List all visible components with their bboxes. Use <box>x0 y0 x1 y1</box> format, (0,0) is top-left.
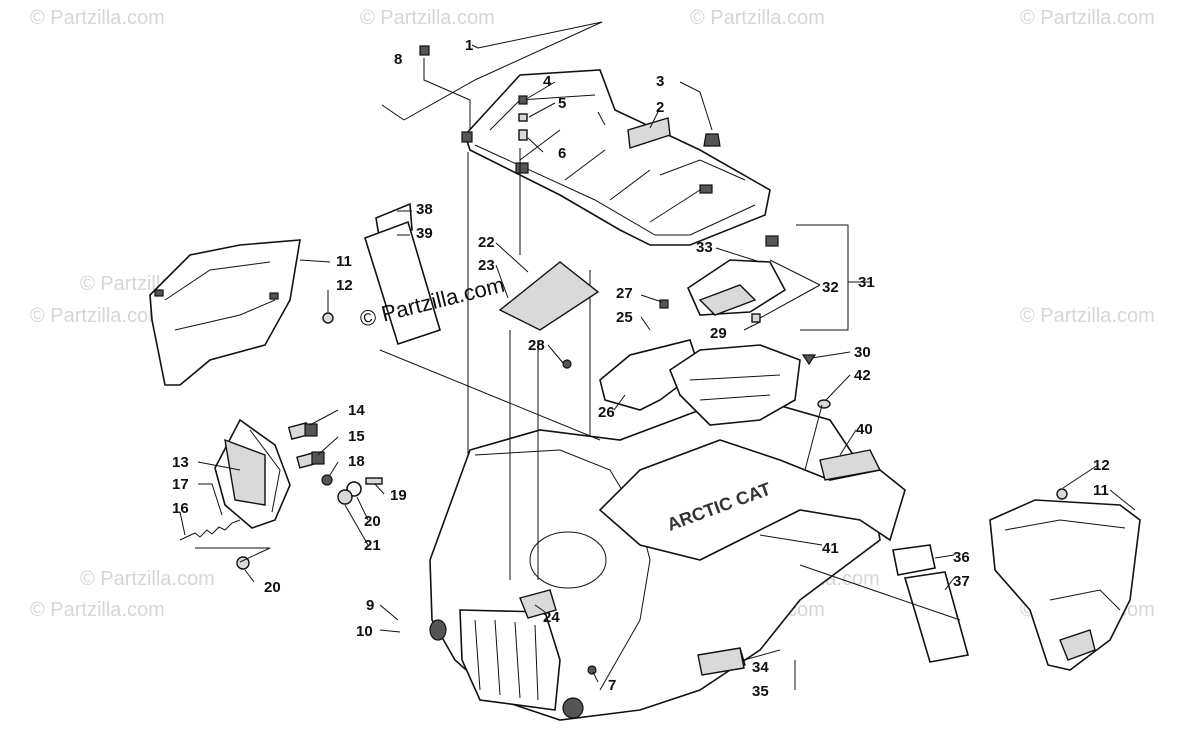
callout-11-left: 11 <box>336 253 352 270</box>
callout-23: 23 <box>478 257 495 274</box>
callout-17: 17 <box>172 476 189 493</box>
washer-20-b <box>236 556 250 570</box>
headlight-bulbs <box>287 422 325 469</box>
callout-35: 35 <box>752 683 769 700</box>
watermark: © Partzilla.com <box>1020 7 1155 29</box>
callout-16: 16 <box>172 500 189 517</box>
callout-42: 42 <box>854 367 871 384</box>
decal-37 <box>903 571 970 663</box>
callout-28: 28 <box>528 337 545 354</box>
decal-34-35 <box>697 647 745 676</box>
callout-13: 13 <box>172 454 189 471</box>
callout-12-right: 12 <box>1093 457 1110 474</box>
right-side-panel <box>989 499 1141 671</box>
callout-39: 39 <box>416 225 433 242</box>
watermark: © Partzilla.com <box>30 7 165 29</box>
clip-12-right <box>1056 488 1068 500</box>
washer-21 <box>337 489 353 505</box>
callout-29: 29 <box>710 325 727 342</box>
decal-2 <box>627 117 671 149</box>
callout-15: 15 <box>348 428 365 445</box>
callout-33: 33 <box>696 239 713 256</box>
spring-16 <box>179 519 241 541</box>
bolt-4 <box>518 95 528 105</box>
callout-2: 2 <box>656 99 664 116</box>
right-fender-arm: ARCTIC CAT <box>598 439 906 561</box>
screw-19 <box>365 477 383 485</box>
bushing-6 <box>518 129 528 141</box>
callout-18: 18 <box>348 453 365 470</box>
callout-7: 7 <box>608 677 616 694</box>
callout-41: 41 <box>822 540 839 557</box>
watermark: © Partzilla.com <box>30 599 165 621</box>
callout-38: 38 <box>416 201 433 218</box>
callout-4: 4 <box>543 73 552 90</box>
leader-lines <box>179 210 1136 690</box>
left-side-panel <box>149 239 301 386</box>
front-fender <box>429 399 881 721</box>
callout-6: 6 <box>558 145 566 162</box>
callout-22: 22 <box>478 234 495 251</box>
headlight-assembly <box>214 418 291 529</box>
callout-3: 3 <box>656 73 664 90</box>
callout-36: 36 <box>953 549 970 566</box>
watermark: © Partzilla.com <box>80 568 215 590</box>
screw-8 <box>419 45 430 56</box>
callout-21: 21 <box>364 537 381 554</box>
callout-20-a: 20 <box>364 513 381 530</box>
callout-labels: 1 2 3 4 5 6 7 8 9 10 11 11 12 12 13 14 1… <box>172 37 1110 700</box>
callout-1: 1 <box>465 37 473 54</box>
front-rack <box>461 69 771 246</box>
callout-24: 24 <box>543 609 560 626</box>
grommet-18 <box>321 474 333 486</box>
callout-32: 32 <box>822 279 839 296</box>
nut-3 <box>703 133 721 147</box>
callout-14: 14 <box>348 402 365 419</box>
callout-27: 27 <box>616 285 633 302</box>
callout-25: 25 <box>616 309 633 326</box>
decal-40 <box>819 449 882 481</box>
clip-12-left <box>322 312 334 324</box>
callout-31: 31 <box>858 274 875 291</box>
callout-34: 34 <box>752 659 769 676</box>
screw-28 <box>562 359 572 369</box>
watermark: © Partzilla.com <box>30 305 165 327</box>
callout-12-left: 12 <box>336 277 353 294</box>
callout-30: 30 <box>854 344 871 361</box>
decal-36 <box>892 544 936 576</box>
watermark: © Partzilla.com <box>360 7 495 29</box>
callout-5: 5 <box>558 95 566 112</box>
watermark: © Partzilla.com <box>1020 305 1155 327</box>
washer-42 <box>817 399 831 409</box>
callout-26: 26 <box>598 404 615 421</box>
callout-8: 8 <box>394 51 402 68</box>
callout-37: 37 <box>953 573 970 590</box>
callout-20-b: 20 <box>264 579 281 596</box>
washer-5 <box>518 113 528 122</box>
watermark: © Partzilla.com <box>690 7 825 29</box>
screw-27 <box>659 299 669 309</box>
storage-tray <box>599 339 801 426</box>
gasket-22 <box>498 261 600 331</box>
callout-11-right: 11 <box>1093 482 1109 499</box>
screw-30 <box>801 354 817 366</box>
callout-10: 10 <box>356 623 373 640</box>
decal-39 <box>364 220 441 346</box>
callout-9: 9 <box>366 597 374 614</box>
callout-19: 19 <box>390 487 407 504</box>
callout-40: 40 <box>856 421 873 438</box>
lid-assembly <box>686 235 787 323</box>
